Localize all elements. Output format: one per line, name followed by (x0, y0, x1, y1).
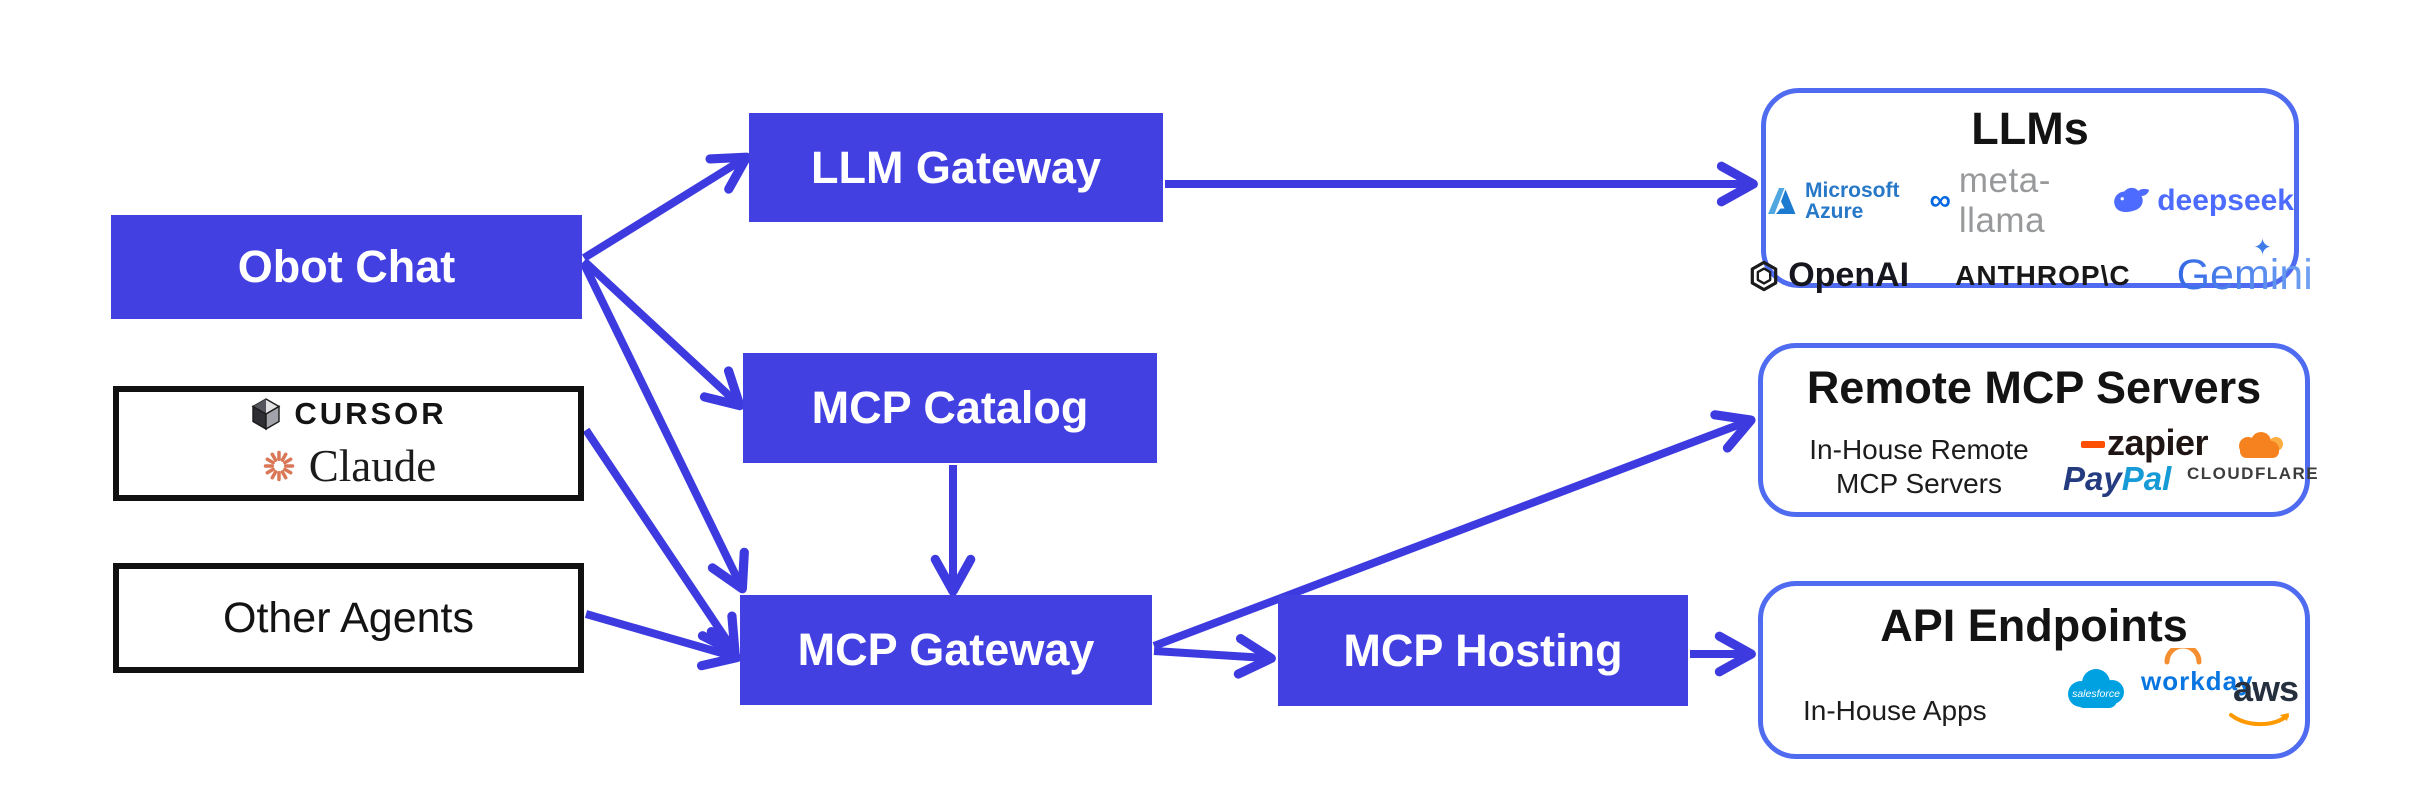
local-agents-logos: CURSOR (250, 396, 446, 492)
group-llms: LLMs Microsoft Azure ∞ meta-llama (1750, 88, 2313, 299)
claude-starburst-icon (263, 450, 295, 481)
salesforce-cloud-icon: salesforce (2068, 669, 2124, 708)
aws-smile-icon (2229, 713, 2289, 727)
arrow-gateway-to-hosting (1153, 634, 1276, 679)
arrow-agents-to-mcp-gateway (582, 427, 740, 658)
openai-knot-icon (1750, 260, 1778, 291)
meta-infinity-icon: ∞ (1929, 184, 1951, 217)
cursor-cube-icon (251, 397, 281, 430)
anthropic-logo: ANTHROP\C (1955, 259, 2131, 291)
azure-icon (1768, 188, 1796, 214)
node-mcp-gateway: MCP Gateway (740, 595, 1152, 705)
llms-logo-row-2: OpenAI ANTHROP\C ✦ Gemini (1747, 234, 2313, 300)
openai-logo: OpenAI (1747, 256, 1909, 295)
openai-label: OpenAI (1788, 256, 1910, 294)
zapier-label: zapier (2107, 422, 2209, 463)
claude-label: Claude (308, 440, 437, 491)
arrow-other-to-mcp-gateway (584, 610, 742, 671)
claude-logo: Claude (261, 440, 436, 492)
cloudflare-label: CLOUDFLARE (2187, 464, 2320, 483)
mcp-hosting-label: MCP Hosting (1343, 624, 1623, 676)
deepseek-whale-icon (2114, 187, 2150, 213)
meta-llama-logo: ∞ meta-llama (1930, 161, 2080, 241)
other-agents-label: Other Agents (223, 593, 474, 642)
mcp-catalog-label: MCP Catalog (811, 382, 1089, 433)
node-mcp-hosting: MCP Hosting (1278, 595, 1688, 706)
arrow-obot-to-mcp-gateway (580, 262, 749, 594)
llm-gateway-label: LLM Gateway (810, 141, 1102, 193)
paypal-pay: Pay (2063, 460, 2122, 497)
gemini-sparkle-icon: ✦ (2252, 234, 2273, 260)
aws-label: aws (2233, 668, 2299, 709)
llms-logo-row-1: Microsoft Azure ∞ meta-llama deepseek (1766, 161, 2294, 241)
arrow-gateway-to-remote (1152, 410, 1756, 650)
cursor-label: CURSOR (294, 395, 447, 431)
gemini-logo: ✦ Gemini (2176, 234, 2313, 300)
llms-logos: Microsoft Azure ∞ meta-llama deepseek (1750, 161, 2313, 300)
cloudflare-cloud-icon (2239, 432, 2283, 458)
api-title: API Endpoints (1880, 600, 2188, 651)
salesforce-label: salesforce (2072, 688, 2120, 700)
group-api-endpoints: API Endpoints In-House Apps salesforce w… (1758, 581, 2310, 759)
workday-arc-icon (2164, 648, 2202, 665)
paypal-logo: PayPal (2063, 460, 2171, 498)
arrow-obot-to-llm-gateway (581, 152, 752, 262)
remote-title: Remote MCP Servers (1806, 362, 2262, 413)
azure-logo: Microsoft Azure (1766, 178, 1900, 223)
arrow-obot-to-mcp-catalog (581, 258, 745, 411)
gemini-label: Gemini (2176, 251, 2313, 299)
azure-wordmark: Microsoft Azure (1805, 178, 1900, 223)
meta-llama-label: meta-llama (1958, 161, 2051, 240)
remote-subtitle-line2: MCP Servers (1836, 467, 2002, 499)
node-other-agents: Other Agents (113, 563, 584, 673)
node-llm-gateway: LLM Gateway (749, 113, 1163, 222)
api-subtitle: In-House Apps (1803, 695, 1987, 726)
paypal-pal: Pal (2121, 460, 2172, 497)
azure-line2: Azure (1805, 200, 1864, 223)
workday-label: workday. (2141, 666, 2260, 696)
node-local-agents: CURSOR (113, 386, 584, 501)
cursor-logo: CURSOR (250, 396, 446, 432)
azure-line1: Microsoft (1805, 178, 1900, 202)
remote-subtitle-line1: In-House Remote (1809, 434, 2029, 465)
zapier-underscore-icon (2081, 441, 2105, 448)
llms-title: LLMs (1971, 103, 2089, 154)
deepseek-logo: deepseek (2109, 184, 2294, 218)
zapier-logo: zapier (2081, 422, 2209, 464)
obot-chat-label: Obot Chat (237, 241, 456, 292)
mcp-gateway-label: MCP Gateway (797, 624, 1095, 675)
remote-subtitle: In-House Remote MCP Servers (1781, 433, 2057, 500)
deepseek-label: deepseek (2157, 184, 2294, 217)
node-obot-chat: Obot Chat (111, 215, 582, 319)
group-remote-mcp-servers: Remote MCP Servers In-House Remote MCP S… (1758, 343, 2318, 517)
node-mcp-catalog: MCP Catalog (743, 353, 1157, 463)
